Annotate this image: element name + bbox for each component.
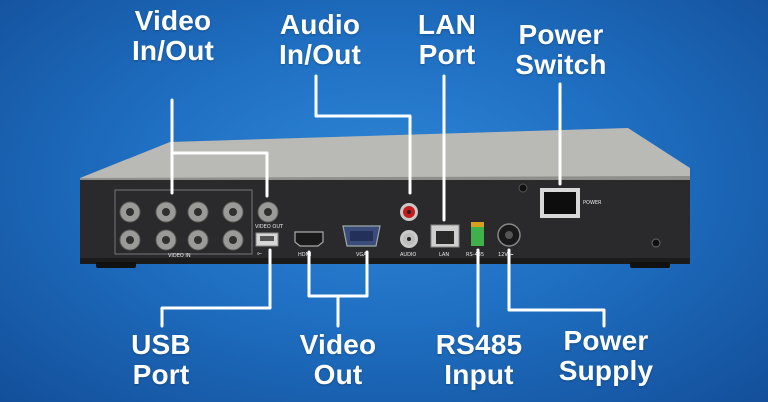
vga-silkscreen: VGA	[356, 252, 367, 258]
lan-silkscreen: LAN	[439, 252, 449, 258]
bnc-group-frame	[114, 189, 253, 255]
label-video-out: Video Out	[282, 330, 394, 390]
lead-video-out	[307, 250, 369, 328]
dc-silkscreen: 12V ⎓	[498, 252, 513, 258]
label-power-switch-line2: Switch	[515, 49, 607, 80]
label-audio-in-out: Audio In/Out	[254, 10, 386, 70]
label-audio-in-out-line1: Audio	[279, 9, 361, 40]
label-video-in-out-line1: Video	[134, 5, 212, 36]
label-power-supply-line2: Supply	[558, 355, 654, 386]
label-power-supply: Power Supply	[540, 326, 672, 386]
rs485-terminal	[471, 226, 484, 246]
label-usb-port-line1: USB	[131, 329, 191, 360]
device-foot-right	[630, 262, 670, 268]
audio-silkscreen: AUDIO	[400, 252, 416, 258]
video-out-silkscreen: VIDEO OUT	[255, 224, 284, 230]
label-video-in-out-line2: In/Out	[131, 35, 215, 66]
svg-text:⟜: ⟜	[257, 250, 262, 257]
label-rs485-input-line1: RS485	[435, 329, 523, 360]
device-top-surface	[80, 128, 690, 182]
label-usb-port: USB Port	[106, 330, 216, 390]
label-usb-port-line2: Port	[132, 359, 190, 390]
label-video-in-out: Video In/Out	[108, 6, 238, 66]
hdmi-connector	[294, 231, 324, 247]
power-silkscreen: POWER	[583, 200, 602, 206]
label-power-supply-line1: Power	[563, 325, 649, 356]
lead-power-supply	[507, 248, 606, 328]
leader-lines	[160, 74, 606, 328]
hdmi-silkscreen: HDMI	[298, 252, 311, 258]
label-rs485-input: RS485 Input	[420, 330, 538, 390]
label-rs485-input-line2: Input	[444, 359, 514, 390]
bnc-connectors	[119, 201, 279, 251]
device-rear-panel	[80, 180, 690, 262]
label-video-out-line2: Out	[313, 359, 363, 390]
power-rocker	[544, 192, 576, 214]
label-power-switch: Power Switch	[496, 20, 626, 80]
label-lan-port: LAN Port	[402, 10, 492, 70]
label-video-out-line1: Video	[299, 329, 377, 360]
label-power-switch-line1: Power	[518, 19, 604, 50]
device-foot-left	[96, 262, 136, 268]
rs485-silkscreen: RS-485	[466, 252, 484, 258]
label-audio-in-out-line2: In/Out	[278, 39, 362, 70]
lead-usb	[160, 248, 272, 328]
lead-audio	[314, 74, 412, 195]
lead-video-in-out	[170, 98, 269, 198]
panel-screw	[518, 183, 528, 193]
label-lan-port-line2: Port	[418, 39, 476, 70]
label-lan-port-line1: LAN	[417, 9, 477, 40]
ground-screw	[651, 238, 661, 248]
video-in-silkscreen: VIDEO IN	[168, 253, 191, 259]
